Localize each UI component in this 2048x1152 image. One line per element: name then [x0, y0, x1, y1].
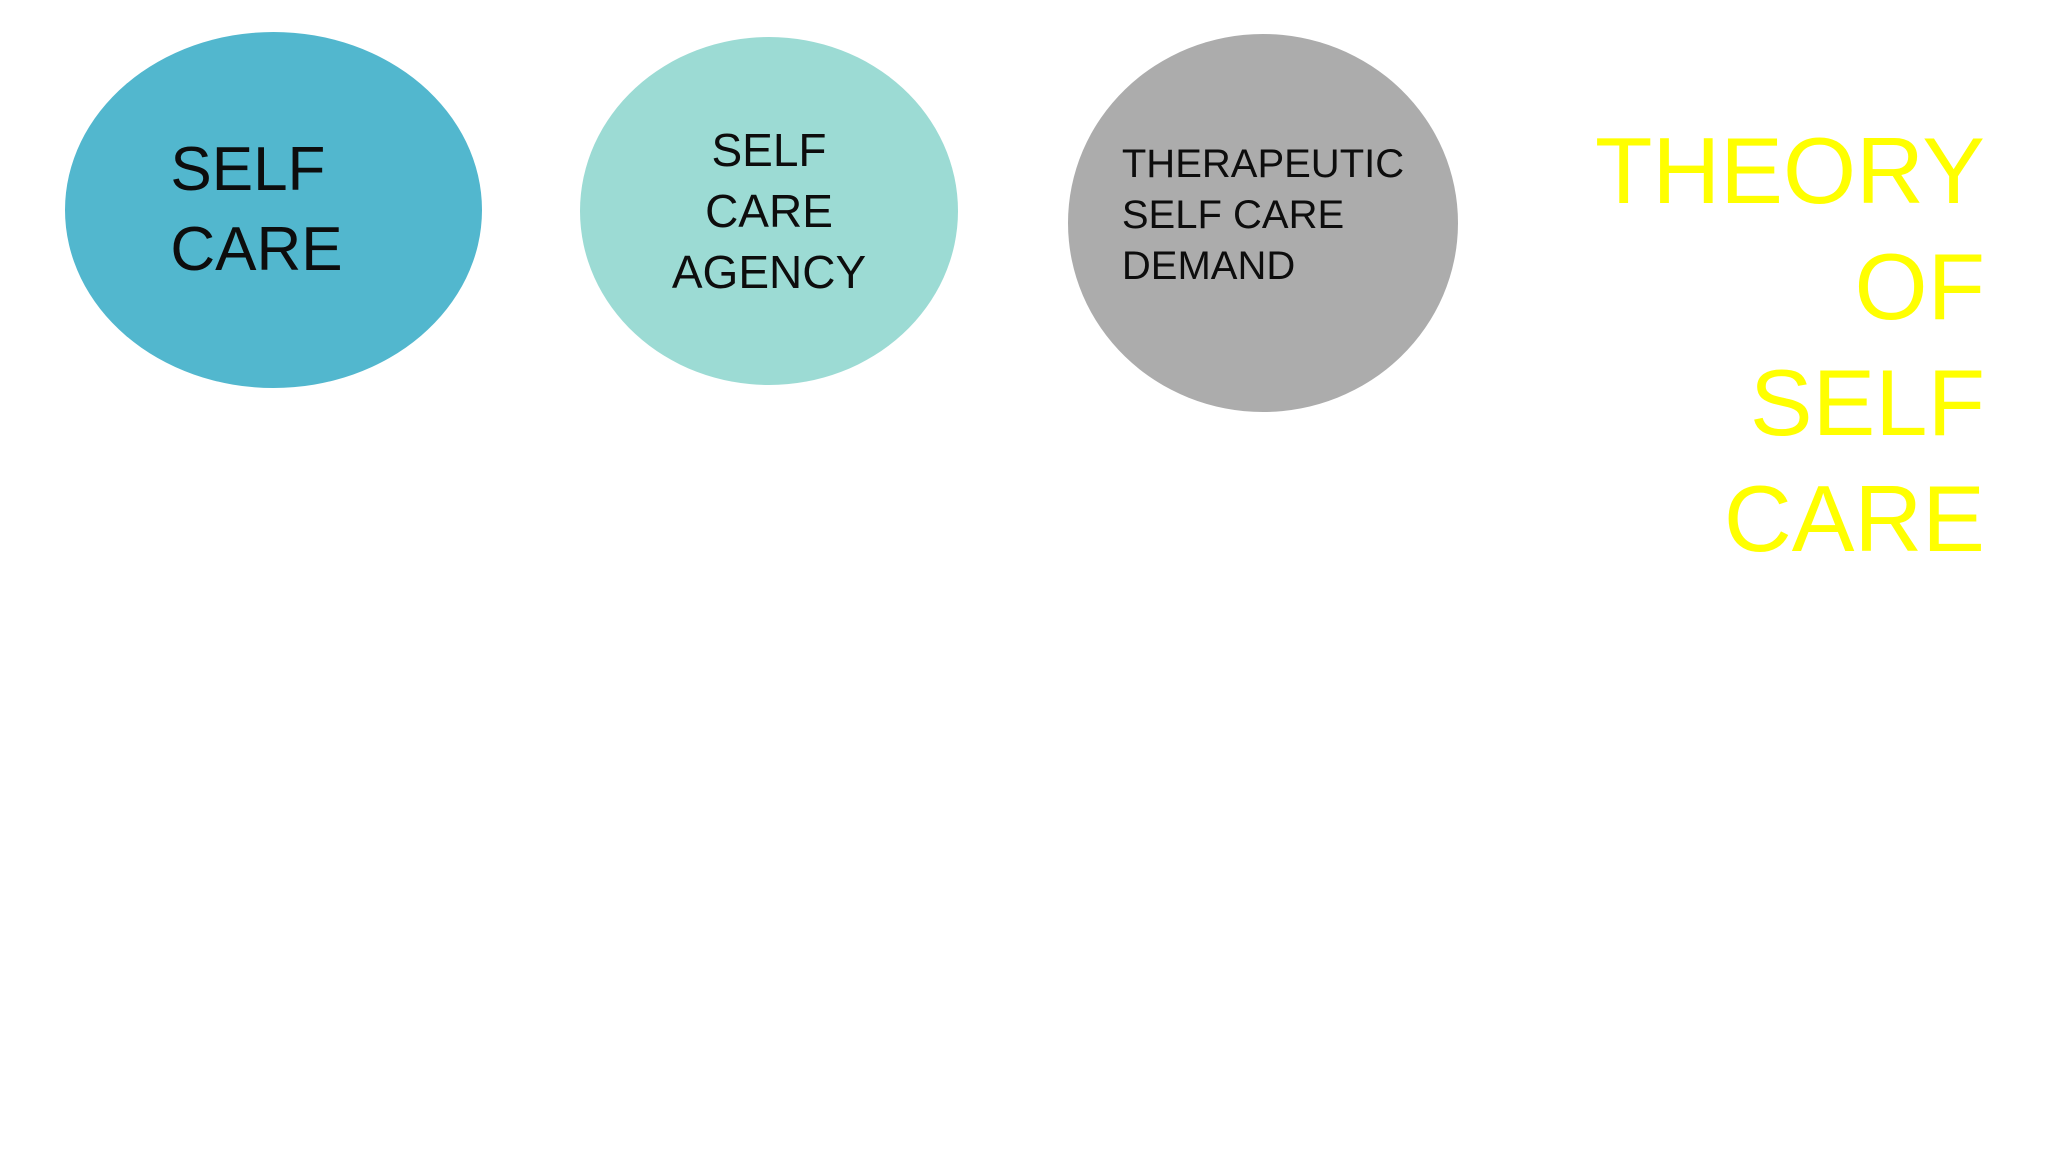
self-care-agency-circle: SELF CARE AGENCY [580, 37, 958, 385]
self-care-line-1: SELF [170, 135, 326, 204]
self-care-agency-line-3: AGENCY [671, 245, 867, 298]
therapeutic-line-2: SELF CARE [1121, 192, 1345, 237]
therapeutic-line-3: DEMAND [1121, 243, 1296, 288]
self-care-ellipse: SELF CARE [65, 32, 482, 388]
slide-title: THEORY OF SELF CARE [1595, 113, 1985, 577]
self-care-agency-line-1: SELF [711, 123, 827, 176]
title-line-4: CARE [1723, 466, 1985, 571]
title-line-1: THEORY [1595, 118, 1985, 223]
title-line-3: SELF [1749, 350, 1985, 455]
therapeutic-self-care-demand-label: THERAPEUTIC SELF CARE DEMAND [1122, 139, 1404, 308]
therapeutic-line-1: THERAPEUTIC [1121, 141, 1405, 186]
self-care-label: SELF CARE [170, 130, 376, 290]
self-care-line-2: CARE [170, 215, 343, 284]
therapeutic-self-care-demand-circle: THERAPEUTIC SELF CARE DEMAND [1068, 34, 1458, 412]
self-care-agency-line-2: CARE [705, 184, 833, 237]
title-line-2: OF [1854, 234, 1985, 339]
self-care-agency-label: SELF CARE AGENCY [672, 120, 866, 303]
